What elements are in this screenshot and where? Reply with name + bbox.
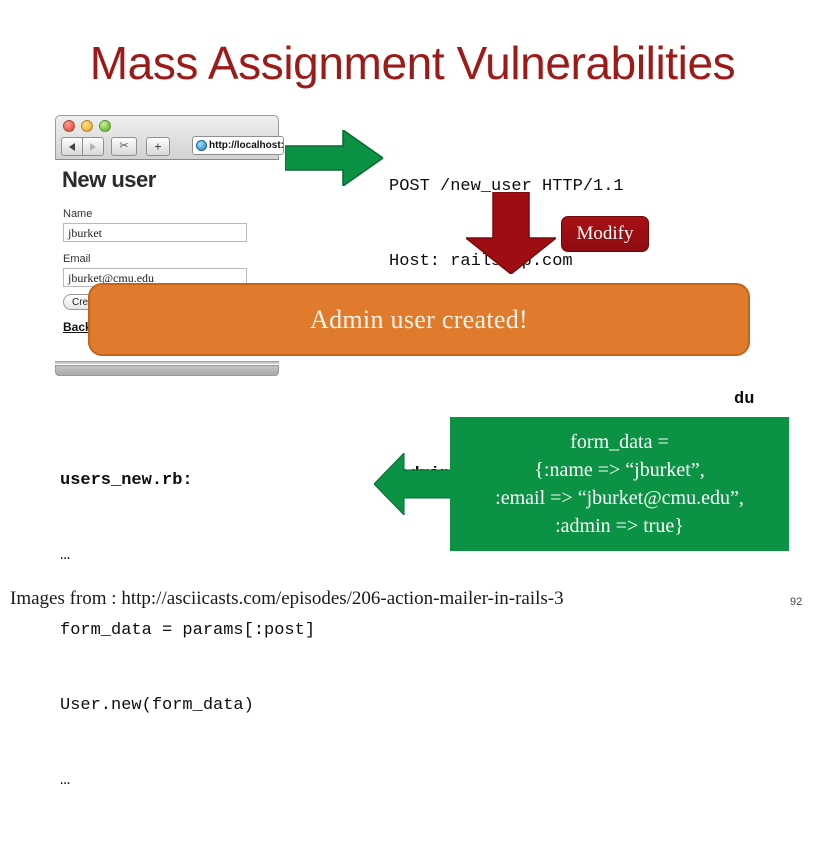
form-data-hash-box: form_data = {:name => “jburket”, :email … bbox=[450, 417, 789, 551]
slide-canvas: Mass Assignment Vulnerabilities ✂ bbox=[10, 37, 803, 790]
browser-content-divider bbox=[55, 361, 279, 364]
forward-button[interactable] bbox=[82, 137, 104, 156]
page-title: Mass Assignment Vulnerabilities bbox=[89, 37, 736, 89]
form-data-line-3: :email => “jburket@cmu.edu”, bbox=[495, 487, 744, 509]
zoom-window-icon[interactable] bbox=[99, 120, 111, 132]
new-user-heading: New user bbox=[62, 167, 156, 192]
address-bar[interactable]: http://localhost:3 bbox=[192, 136, 284, 155]
green-right-arrow-icon bbox=[284, 128, 385, 191]
name-input[interactable]: jburket bbox=[63, 223, 247, 242]
form-data-line-2: {:name => “jburket”, bbox=[534, 459, 705, 481]
browser-chrome: ✂ + http://localhost:3 bbox=[55, 115, 284, 160]
plus-icon: + bbox=[154, 138, 162, 154]
browser-status-bar bbox=[55, 365, 279, 376]
minimize-window-icon[interactable] bbox=[81, 120, 93, 132]
globe-icon bbox=[196, 140, 207, 151]
source-line-2: User.new(form_data) bbox=[60, 696, 254, 715]
back-link[interactable]: Back bbox=[63, 320, 92, 334]
ellipsis-top: … bbox=[60, 546, 72, 565]
form-data-line-1: form_data = bbox=[570, 431, 669, 453]
form-data-line-4: :admin => true} bbox=[555, 515, 684, 537]
browser-toolbar: ✂ + bbox=[61, 136, 170, 157]
dark-red-down-arrow-icon bbox=[463, 191, 559, 279]
http-request-2-body-fragment: du bbox=[734, 390, 755, 409]
window-traffic-lights bbox=[63, 120, 123, 134]
new-tab-button[interactable]: + bbox=[146, 137, 170, 156]
ruby-source-snippet: users_new.rb: … form_data = params[:post… bbox=[60, 418, 315, 843]
back-arrow-icon bbox=[69, 142, 75, 151]
forward-arrow-icon bbox=[90, 142, 96, 151]
modify-button[interactable]: Modify bbox=[561, 216, 649, 252]
back-button[interactable] bbox=[61, 137, 83, 156]
source-line-1: form_data = params[:post] bbox=[60, 621, 316, 640]
close-window-icon[interactable] bbox=[63, 120, 75, 132]
address-bar-value: http://localhost:3 bbox=[209, 140, 284, 151]
admin-created-banner: Admin user created! bbox=[88, 283, 750, 356]
name-field-label: Name bbox=[63, 208, 93, 220]
source-filename: users_new.rb: bbox=[60, 471, 193, 490]
page-number: 92 bbox=[790, 596, 803, 608]
source-attribution: Images from : http://asciicasts.com/epis… bbox=[10, 588, 564, 609]
admin-created-banner-text: Admin user created! bbox=[310, 304, 528, 334]
green-left-arrow-icon bbox=[373, 451, 459, 520]
http-request-2-line-2: du bbox=[389, 387, 754, 412]
share-button[interactable]: ✂ bbox=[111, 137, 137, 156]
scissors-icon: ✂ bbox=[119, 140, 129, 152]
http-request-line-1: POST /new_user HTTP/1.1 bbox=[389, 177, 624, 196]
ellipsis-bottom: … bbox=[60, 771, 72, 790]
email-field-label: Email bbox=[63, 253, 91, 265]
